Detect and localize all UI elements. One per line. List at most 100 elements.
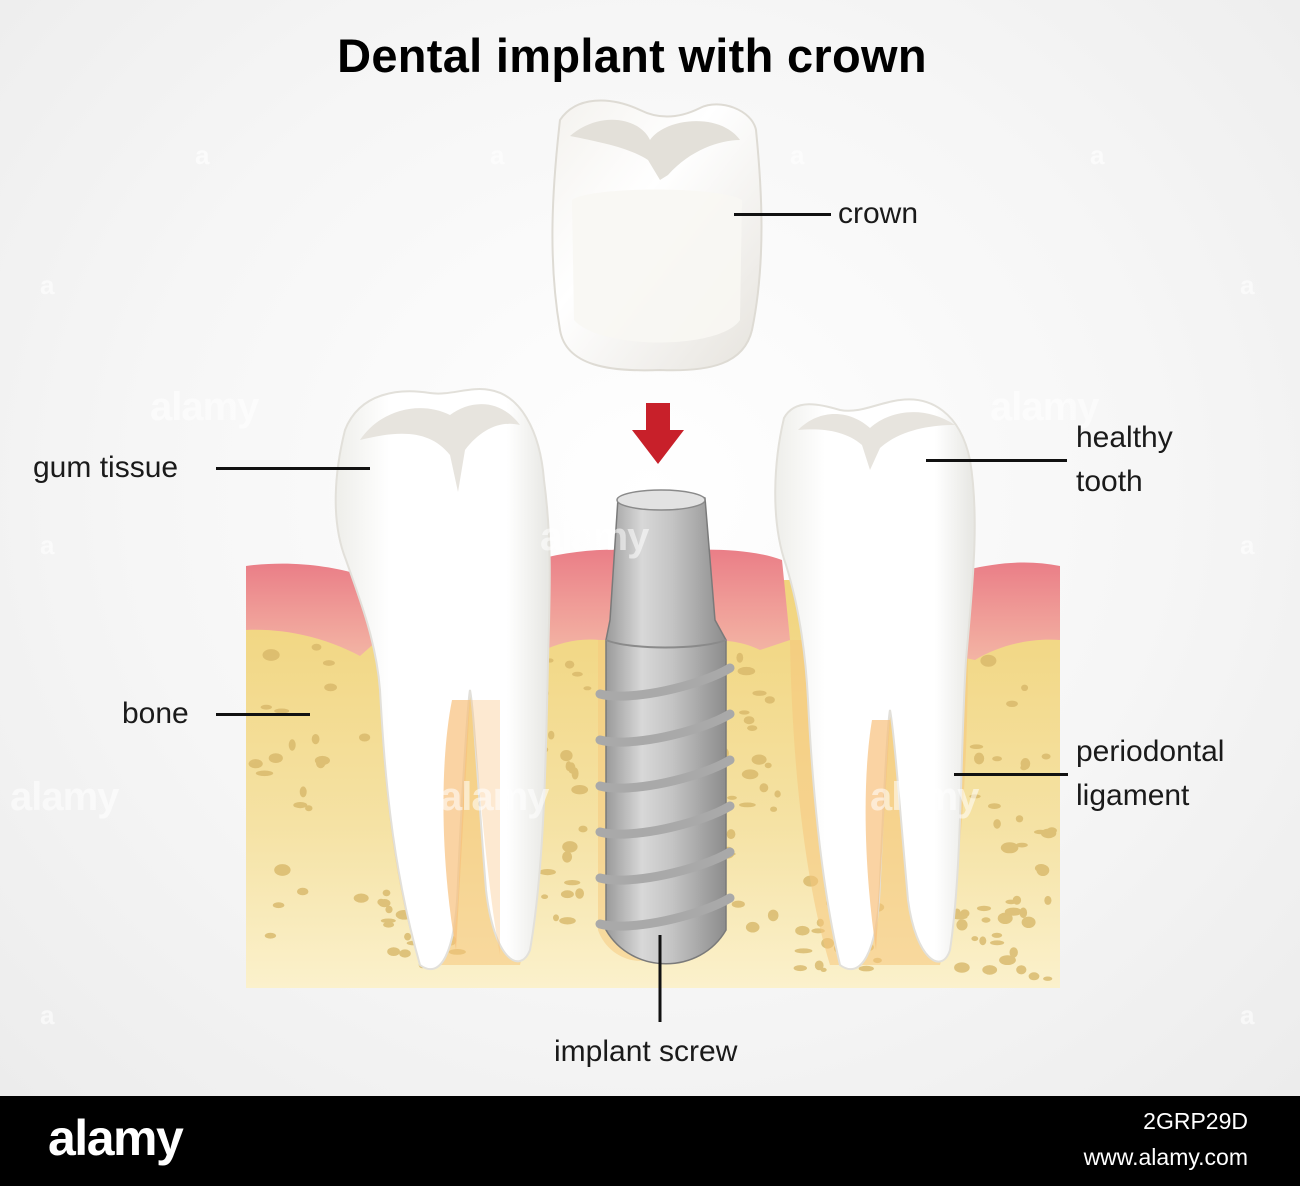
bone-speck (974, 752, 985, 765)
bone-speck (737, 666, 756, 676)
bone-speck (560, 890, 574, 899)
bone-speck (747, 725, 758, 731)
implant-thread (595, 663, 735, 701)
bone-speck (571, 785, 589, 795)
bone-speck (568, 762, 576, 774)
bone-speck (378, 899, 391, 908)
watermark-letter: a (40, 270, 55, 300)
bone-speck (322, 660, 335, 666)
bone-speck (553, 914, 559, 922)
watermark-letter: a (40, 1000, 55, 1030)
bone-speck (726, 829, 736, 840)
bone-speck (992, 756, 1002, 762)
watermark-text: alamy (990, 385, 1099, 429)
bone-speck (814, 960, 824, 971)
bone-speck (541, 894, 549, 899)
implant-thread (595, 801, 735, 839)
watermark-letter: a (40, 530, 55, 560)
healthy-tooth-label: healthy tooth (1076, 416, 1173, 504)
bone-speck (564, 660, 575, 669)
bone-speck (262, 649, 280, 661)
bone-speck (572, 671, 583, 677)
healthy-tooth-line-2: tooth (1076, 465, 1143, 498)
bone-speck (1016, 965, 1027, 975)
bone-speck (272, 902, 285, 909)
watermark-text: alamy (540, 515, 649, 559)
bone-speck (539, 869, 556, 876)
bone-speck (1036, 864, 1050, 876)
bone-speck (858, 965, 874, 972)
bone-speck (1020, 758, 1031, 770)
watermark-text: alamy (150, 385, 259, 429)
bone-speck (751, 754, 767, 765)
watermark-letter: a (790, 140, 805, 170)
bone-speck (741, 769, 759, 780)
periodontal-ligament-label: periodontal ligament (1076, 730, 1224, 818)
bone-speck (548, 730, 555, 740)
bone-speck (727, 795, 737, 800)
bone-speck (255, 770, 274, 777)
crown-label: crown (838, 197, 919, 230)
bone-speck (314, 755, 330, 766)
bone-speck (583, 686, 592, 691)
periodontal-ligament-leader-line (954, 773, 1068, 776)
healthy-tooth-line-1: healthy (1076, 421, 1173, 454)
bone-speck (274, 708, 290, 714)
bone-speck (575, 888, 584, 899)
bone-speck (324, 683, 337, 692)
bone-speck (1009, 947, 1018, 958)
bone-speck (951, 914, 968, 920)
watermark-letter: a (195, 140, 210, 170)
implant-screw-label: implant screw (554, 1035, 738, 1068)
bone-speck (1019, 907, 1028, 919)
healthy-tooth-leader-line (926, 459, 1067, 462)
periodontal-line-1: periodontal (1076, 735, 1225, 768)
bone-speck (954, 962, 970, 973)
bone-speck (562, 851, 573, 863)
diagram-canvas: alamy alamy alamy alamy alamy alamy a a … (0, 0, 1300, 1096)
bone-speck (764, 762, 772, 769)
bone-speck (767, 909, 779, 922)
bone-speck (991, 932, 1003, 938)
bone-speck (988, 803, 1001, 809)
diagram-illustration (246, 99, 1060, 1022)
periodontal-line-2: ligament (1076, 779, 1190, 812)
bone-speck (559, 917, 576, 925)
watermark-text: alamy (10, 775, 119, 819)
bone-speck (793, 965, 807, 972)
bone-speck (380, 918, 396, 924)
bone-speck (982, 965, 998, 975)
bone-speck (1021, 916, 1036, 928)
watermark-letter: a (1240, 530, 1255, 560)
bone-speck (387, 947, 400, 956)
watermark-letter: a (490, 140, 505, 170)
bone-speck (1006, 700, 1018, 707)
bone-speck (268, 753, 283, 763)
bone-speck (976, 905, 992, 912)
bone-speck (1000, 842, 1019, 854)
implant-thread (595, 709, 735, 747)
brand-logo: alamy (48, 1110, 184, 1166)
gum-tissue-label: gum tissue (33, 451, 179, 484)
bone-speck (260, 704, 272, 710)
bone-speck (764, 696, 775, 704)
crown-leader-line (734, 213, 831, 216)
bone-speck (305, 805, 313, 812)
bone-speck (1043, 976, 1053, 981)
bone-speck (564, 880, 581, 886)
bone-speck (794, 948, 813, 954)
bone-speck (1016, 842, 1028, 848)
bone-speck (382, 889, 391, 897)
bone-speck (993, 819, 1001, 829)
bone-speck (971, 936, 979, 942)
implant-thread (595, 755, 735, 793)
site-url: www.alamy.com (1083, 1144, 1248, 1170)
bone-label: bone (122, 697, 189, 730)
bone-speck (1004, 907, 1022, 916)
bone-speck (980, 654, 997, 667)
bone-speck (353, 893, 369, 903)
bone-speck (297, 887, 309, 896)
bone-speck (1028, 972, 1040, 981)
bone-speck (969, 744, 984, 749)
bone-speck (1015, 815, 1024, 823)
